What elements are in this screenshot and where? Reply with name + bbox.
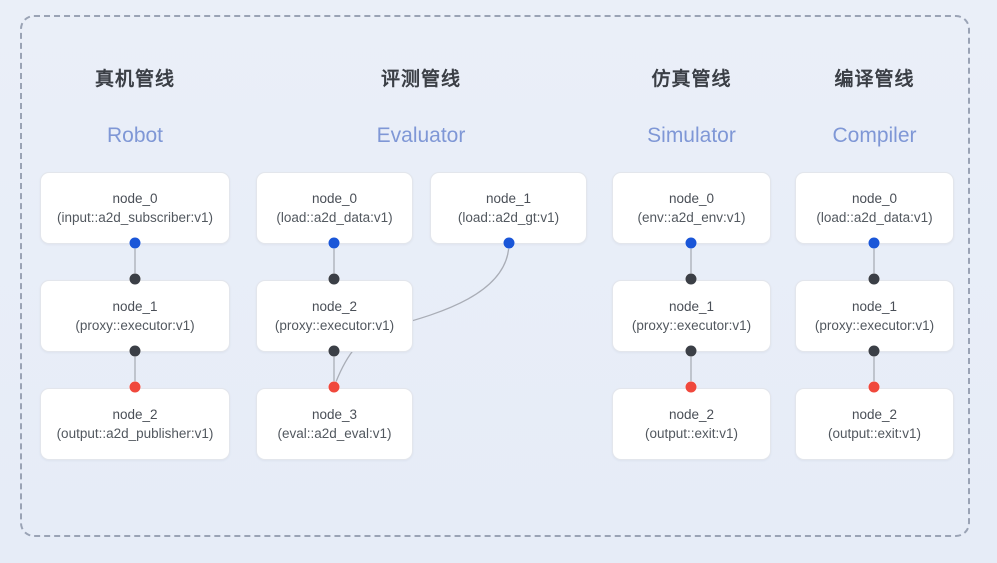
- node-name: node_2: [851, 407, 898, 422]
- port-input[interactable]: [685, 273, 697, 285]
- column-title-en-robot: Robot: [106, 124, 164, 147]
- port-input[interactable]: [868, 273, 880, 285]
- node-evaluator-0[interactable]: node_0 (load::a2d_data:v1): [256, 172, 413, 244]
- node-name: node_1: [668, 299, 715, 314]
- column-title-cn-simulator: 仿真管线: [651, 69, 732, 90]
- node-signature: (eval::a2d_eval:v1): [277, 426, 392, 441]
- node-name: node_0: [311, 191, 358, 206]
- node-compiler-0[interactable]: node_0 (load::a2d_data:v1): [795, 172, 954, 244]
- node-name: node_3: [311, 407, 358, 422]
- port-input[interactable]: [129, 273, 141, 285]
- port-output-blue[interactable]: [503, 237, 515, 249]
- column-title-en-compiler: Compiler: [832, 124, 917, 147]
- node-simulator-2[interactable]: node_2 (output::exit:v1): [612, 388, 771, 460]
- port-output[interactable]: [328, 345, 340, 357]
- column-title-cn-compiler: 编译管线: [834, 69, 915, 90]
- node-evaluator-1[interactable]: node_1 (load::a2d_gt:v1): [430, 172, 587, 244]
- column-title-cn-robot: 真机管线: [94, 69, 175, 90]
- node-signature: (proxy::executor:v1): [274, 318, 395, 333]
- node-simulator-0[interactable]: node_0 (env::a2d_env:v1): [612, 172, 771, 244]
- node-signature: (proxy::executor:v1): [814, 318, 935, 333]
- column-title-en-simulator: Simulator: [647, 124, 736, 147]
- port-output[interactable]: [868, 345, 880, 357]
- node-name: node_1: [851, 299, 898, 314]
- node-name: node_2: [668, 407, 715, 422]
- node-name: node_0: [112, 191, 158, 206]
- node-signature: (output::a2d_publisher:v1): [56, 426, 214, 441]
- node-name: node_1: [485, 191, 532, 206]
- column-title-en-evaluator: Evaluator: [376, 124, 466, 147]
- port-output-blue[interactable]: [328, 237, 340, 249]
- port-input-red[interactable]: [129, 381, 141, 393]
- node-simulator-1[interactable]: node_1 (proxy::executor:v1): [612, 280, 771, 352]
- port-input-red[interactable]: [868, 381, 880, 393]
- node-signature: (env::a2d_env:v1): [637, 210, 746, 225]
- port-output-blue[interactable]: [129, 237, 141, 249]
- node-signature: (proxy::executor:v1): [75, 318, 195, 333]
- node-name: node_2: [112, 407, 158, 422]
- node-signature: (output::exit:v1): [827, 426, 922, 441]
- port-output-blue[interactable]: [868, 237, 880, 249]
- node-name: node_0: [851, 191, 898, 206]
- node-robot-2[interactable]: node_2 (output::a2d_publisher:v1): [40, 388, 230, 460]
- node-evaluator-2[interactable]: node_2 (proxy::executor:v1): [256, 280, 413, 352]
- node-compiler-2[interactable]: node_2 (output::exit:v1): [795, 388, 954, 460]
- node-signature: (proxy::executor:v1): [631, 318, 752, 333]
- column-title-cn-evaluator: 评测管线: [380, 69, 461, 90]
- port-input[interactable]: [328, 273, 340, 285]
- node-signature: (output::exit:v1): [644, 426, 739, 441]
- port-output[interactable]: [129, 345, 141, 357]
- port-output[interactable]: [685, 345, 697, 357]
- port-input-red[interactable]: [685, 381, 697, 393]
- node-evaluator-3[interactable]: node_3 (eval::a2d_eval:v1): [256, 388, 413, 460]
- node-signature: (input::a2d_subscriber:v1): [56, 210, 214, 225]
- node-signature: (load::a2d_gt:v1): [457, 210, 560, 225]
- pipeline-group-frame: [20, 15, 970, 537]
- node-name: node_1: [112, 299, 158, 314]
- node-signature: (load::a2d_data:v1): [816, 210, 933, 225]
- node-name: node_2: [311, 299, 358, 314]
- node-signature: (load::a2d_data:v1): [276, 210, 393, 225]
- port-input-red[interactable]: [328, 381, 340, 393]
- port-output-blue[interactable]: [685, 237, 697, 249]
- node-name: node_0: [668, 191, 715, 206]
